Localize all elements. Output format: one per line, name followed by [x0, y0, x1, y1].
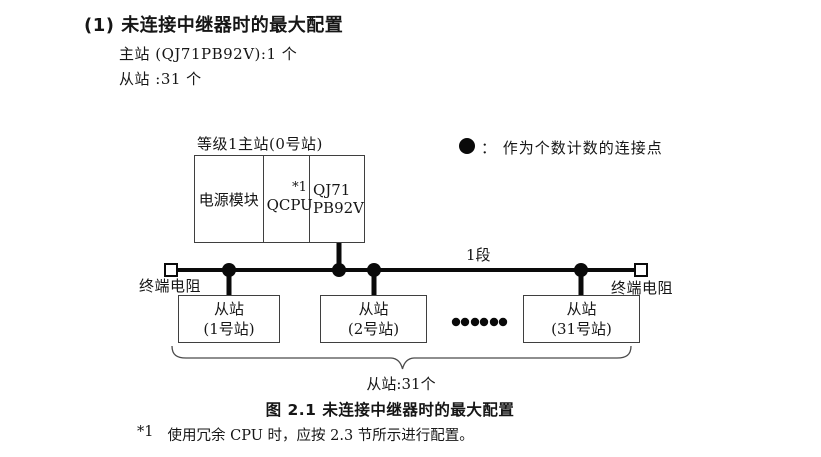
- section-heading: (1) 未连接中继器时的最大配置: [84, 15, 344, 36]
- connection-point-dot: [367, 263, 381, 277]
- terminator-square-left: [164, 263, 178, 277]
- segment-label: 1段: [466, 246, 491, 264]
- connection-point-dot: [332, 263, 346, 277]
- master-count-line: 主站 (QJ71PB92V):1 个: [119, 45, 298, 63]
- figure-caption: 图 2.1 未连接中继器时的最大配置: [265, 401, 515, 419]
- module-name-line1: QJ71: [312, 181, 351, 199]
- terminator-square-right: [634, 263, 648, 277]
- connection-point-dot: [574, 263, 588, 277]
- pb92v-module-cell: QJ71 PB92V: [308, 156, 364, 242]
- cpu-footnote-ref: *1: [292, 180, 307, 195]
- cpu-cell: *1 QCPU: [262, 156, 313, 242]
- slave-count-line: 从站 :31 个: [119, 70, 202, 88]
- footnote-text: 使用冗余 CPU 时，应按 2.3 节所示进行配置。: [167, 428, 474, 444]
- connection-point-dot: [222, 263, 236, 277]
- footnote: *1 使用冗余 CPU 时，应按 2.3 节所示进行配置。: [137, 424, 474, 445]
- terminator-label-left: 终端电阻: [139, 277, 202, 295]
- slave-label: 从站: [213, 300, 244, 318]
- slave-station-box-31: 从站 (31号站): [523, 295, 640, 343]
- ellipsis-dots: [451, 317, 508, 327]
- master-station-label: 等级1主站(0号站): [197, 135, 323, 153]
- slave-label: 从站: [566, 300, 597, 318]
- slave-range-brace: [171, 345, 632, 370]
- slave-station-box-1: 从站 (1号站): [178, 295, 280, 343]
- cpu-label: QCPU: [266, 196, 313, 214]
- terminator-label-right: 终端电阻: [611, 279, 674, 297]
- module-name-line2: PB92V: [312, 199, 364, 217]
- slave-station-number: (31号站): [551, 320, 612, 338]
- footnote-marker: *1: [137, 424, 154, 440]
- legend-label: ： 作为个数计数的连接点: [481, 139, 663, 157]
- slave-station-number: (1号站): [203, 320, 255, 338]
- slave-total-label: 从站:31个: [366, 375, 436, 393]
- slave-station-box-2: 从站 (2号站): [320, 295, 427, 343]
- power-module-cell: 电源模块: [198, 190, 259, 209]
- legend-dot-icon: [459, 138, 475, 154]
- master-station-box: 电源模块 *1 QCPU QJ71 PB92V: [194, 155, 365, 243]
- slave-station-number: (2号站): [347, 320, 400, 338]
- slave-label: 从站: [358, 300, 389, 318]
